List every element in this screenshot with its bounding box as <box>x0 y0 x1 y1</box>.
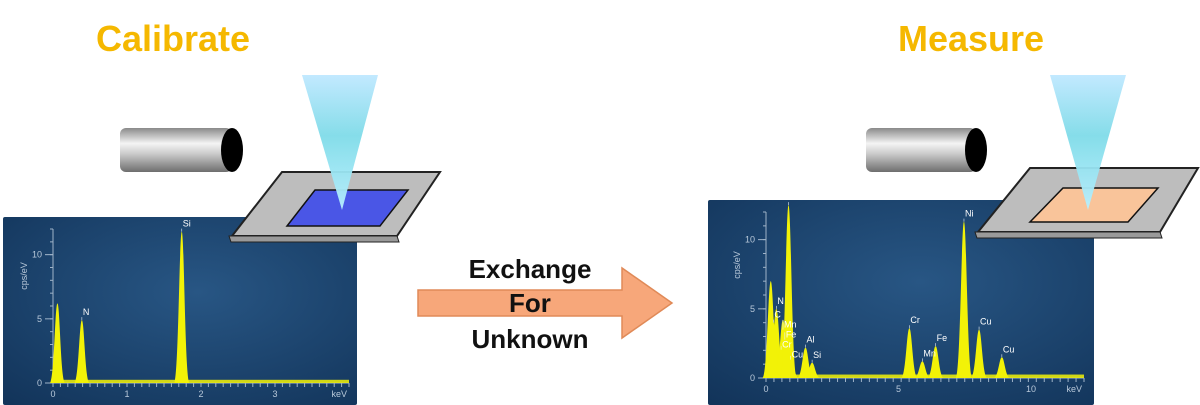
measure-title: Measure <box>898 18 1045 59</box>
detector-tube-icon <box>120 128 243 172</box>
peak-label: Ni <box>790 200 799 202</box>
peak-label: C <box>774 310 781 320</box>
peak-mark <box>955 221 973 378</box>
peak-mark <box>803 362 821 378</box>
y-tick-label: 0 <box>750 373 755 383</box>
peak-label: Al <box>806 335 814 345</box>
x-axis-label: keV <box>331 389 347 399</box>
beam-cone-icon <box>302 75 378 210</box>
unknown-sample-icon <box>974 167 1200 239</box>
x-tick-label: 1 <box>124 389 129 399</box>
beam-cone-icon <box>1050 75 1126 210</box>
arrow-label-line2: For <box>509 288 551 318</box>
peak-mark <box>913 361 931 378</box>
peak-label: Ni <box>965 209 974 219</box>
peak-mark <box>74 320 90 383</box>
peak-mark <box>927 346 944 378</box>
baseline-band <box>54 379 349 383</box>
x-tick-label: 0 <box>763 384 768 394</box>
calibrate-title: Calibrate <box>96 18 251 59</box>
y-tick-label: 10 <box>745 235 755 245</box>
y-tick-label: 5 <box>750 304 755 314</box>
arrow-label-line3: Unknown <box>471 324 589 354</box>
y-tick-label: 5 <box>37 314 42 324</box>
x-axis-label: keV <box>1066 384 1082 394</box>
arrow-label-line1: Exchange <box>468 254 592 284</box>
peak-mark <box>900 328 918 378</box>
peak-label: N <box>777 296 784 306</box>
peak-label: Cu <box>792 350 804 360</box>
peak-label: Cu <box>980 317 992 327</box>
peak-label: Si <box>813 350 821 360</box>
peak-label: Mn <box>784 320 797 330</box>
x-tick-label: 2 <box>198 389 203 399</box>
y-tick-label: 0 <box>37 378 42 388</box>
peak-label: Fe <box>937 333 948 343</box>
y-tick-label: 10 <box>32 250 42 260</box>
peak-label: Mn <box>923 348 936 358</box>
x-tick-label: 5 <box>896 384 901 394</box>
y-axis-label: cps/eV <box>732 251 742 279</box>
peak-mark <box>780 205 797 378</box>
peak-mark <box>49 303 66 383</box>
peak-label: Fe <box>786 330 797 340</box>
peak-mark <box>993 357 1011 378</box>
peak-label: Cr <box>910 315 920 325</box>
peak-label: Cr <box>782 340 792 350</box>
exchange-arrow-icon <box>417 266 674 340</box>
calibration-sample-icon <box>228 171 442 243</box>
calibration-spectrum-chart: 0 1 2 3 0 5 10 keV cps/eV N Si <box>3 217 357 405</box>
x-tick-label: 0 <box>50 389 55 399</box>
peak-label: Si <box>183 219 191 229</box>
detector-tube-icon <box>866 128 987 172</box>
y-axis-label: cps/eV <box>19 262 29 290</box>
peak-mark <box>970 329 988 378</box>
peak-label: N <box>83 307 90 317</box>
x-tick-label: 10 <box>1026 384 1036 394</box>
peak-label: Cu <box>1003 344 1015 354</box>
peak-mark <box>173 231 190 383</box>
x-tick-label: 3 <box>272 389 277 399</box>
